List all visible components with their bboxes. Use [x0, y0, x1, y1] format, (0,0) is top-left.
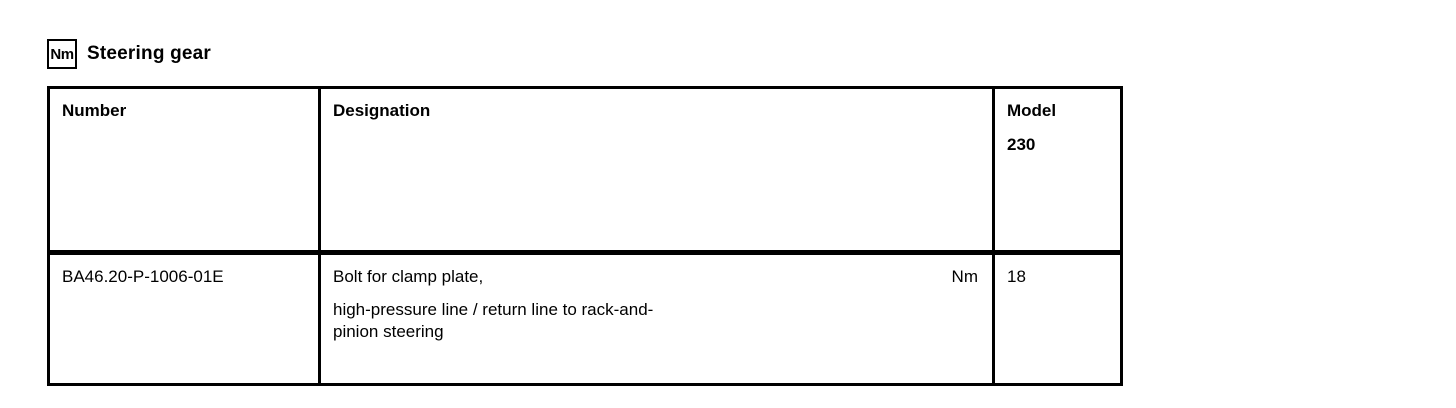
designation-text: Bolt for clamp plate, [333, 267, 484, 286]
column-header-model: Model 230 [995, 89, 1120, 255]
column-header-designation: Designation [321, 89, 995, 255]
designation-first-line: Bolt for clamp plate, Nm [333, 266, 980, 288]
nm-torque-icon: Nm [47, 39, 77, 69]
designation-continuation: high-pressure line / return line to rack… [333, 299, 980, 343]
page-title: Steering gear [87, 43, 212, 64]
column-header-number: Number [50, 89, 321, 255]
unit-label: Nm [951, 267, 978, 286]
cell-model-value: 18 [1007, 267, 1026, 286]
cell-number: BA46.20-P-1006-01E [50, 255, 321, 383]
designation-line2: high-pressure line / return line to rack… [333, 300, 654, 319]
designation-line3: pinion steering [333, 322, 444, 341]
column-header-model-label: Model [1007, 101, 1057, 120]
torque-spec-table: Number Designation Model 230 BA46.20-P-1… [47, 86, 1123, 386]
document-header: Nm Steering gear [47, 39, 211, 69]
column-header-model-number: 230 [1007, 135, 1036, 154]
cell-designation: Bolt for clamp plate, Nm high-pressure l… [321, 255, 995, 383]
